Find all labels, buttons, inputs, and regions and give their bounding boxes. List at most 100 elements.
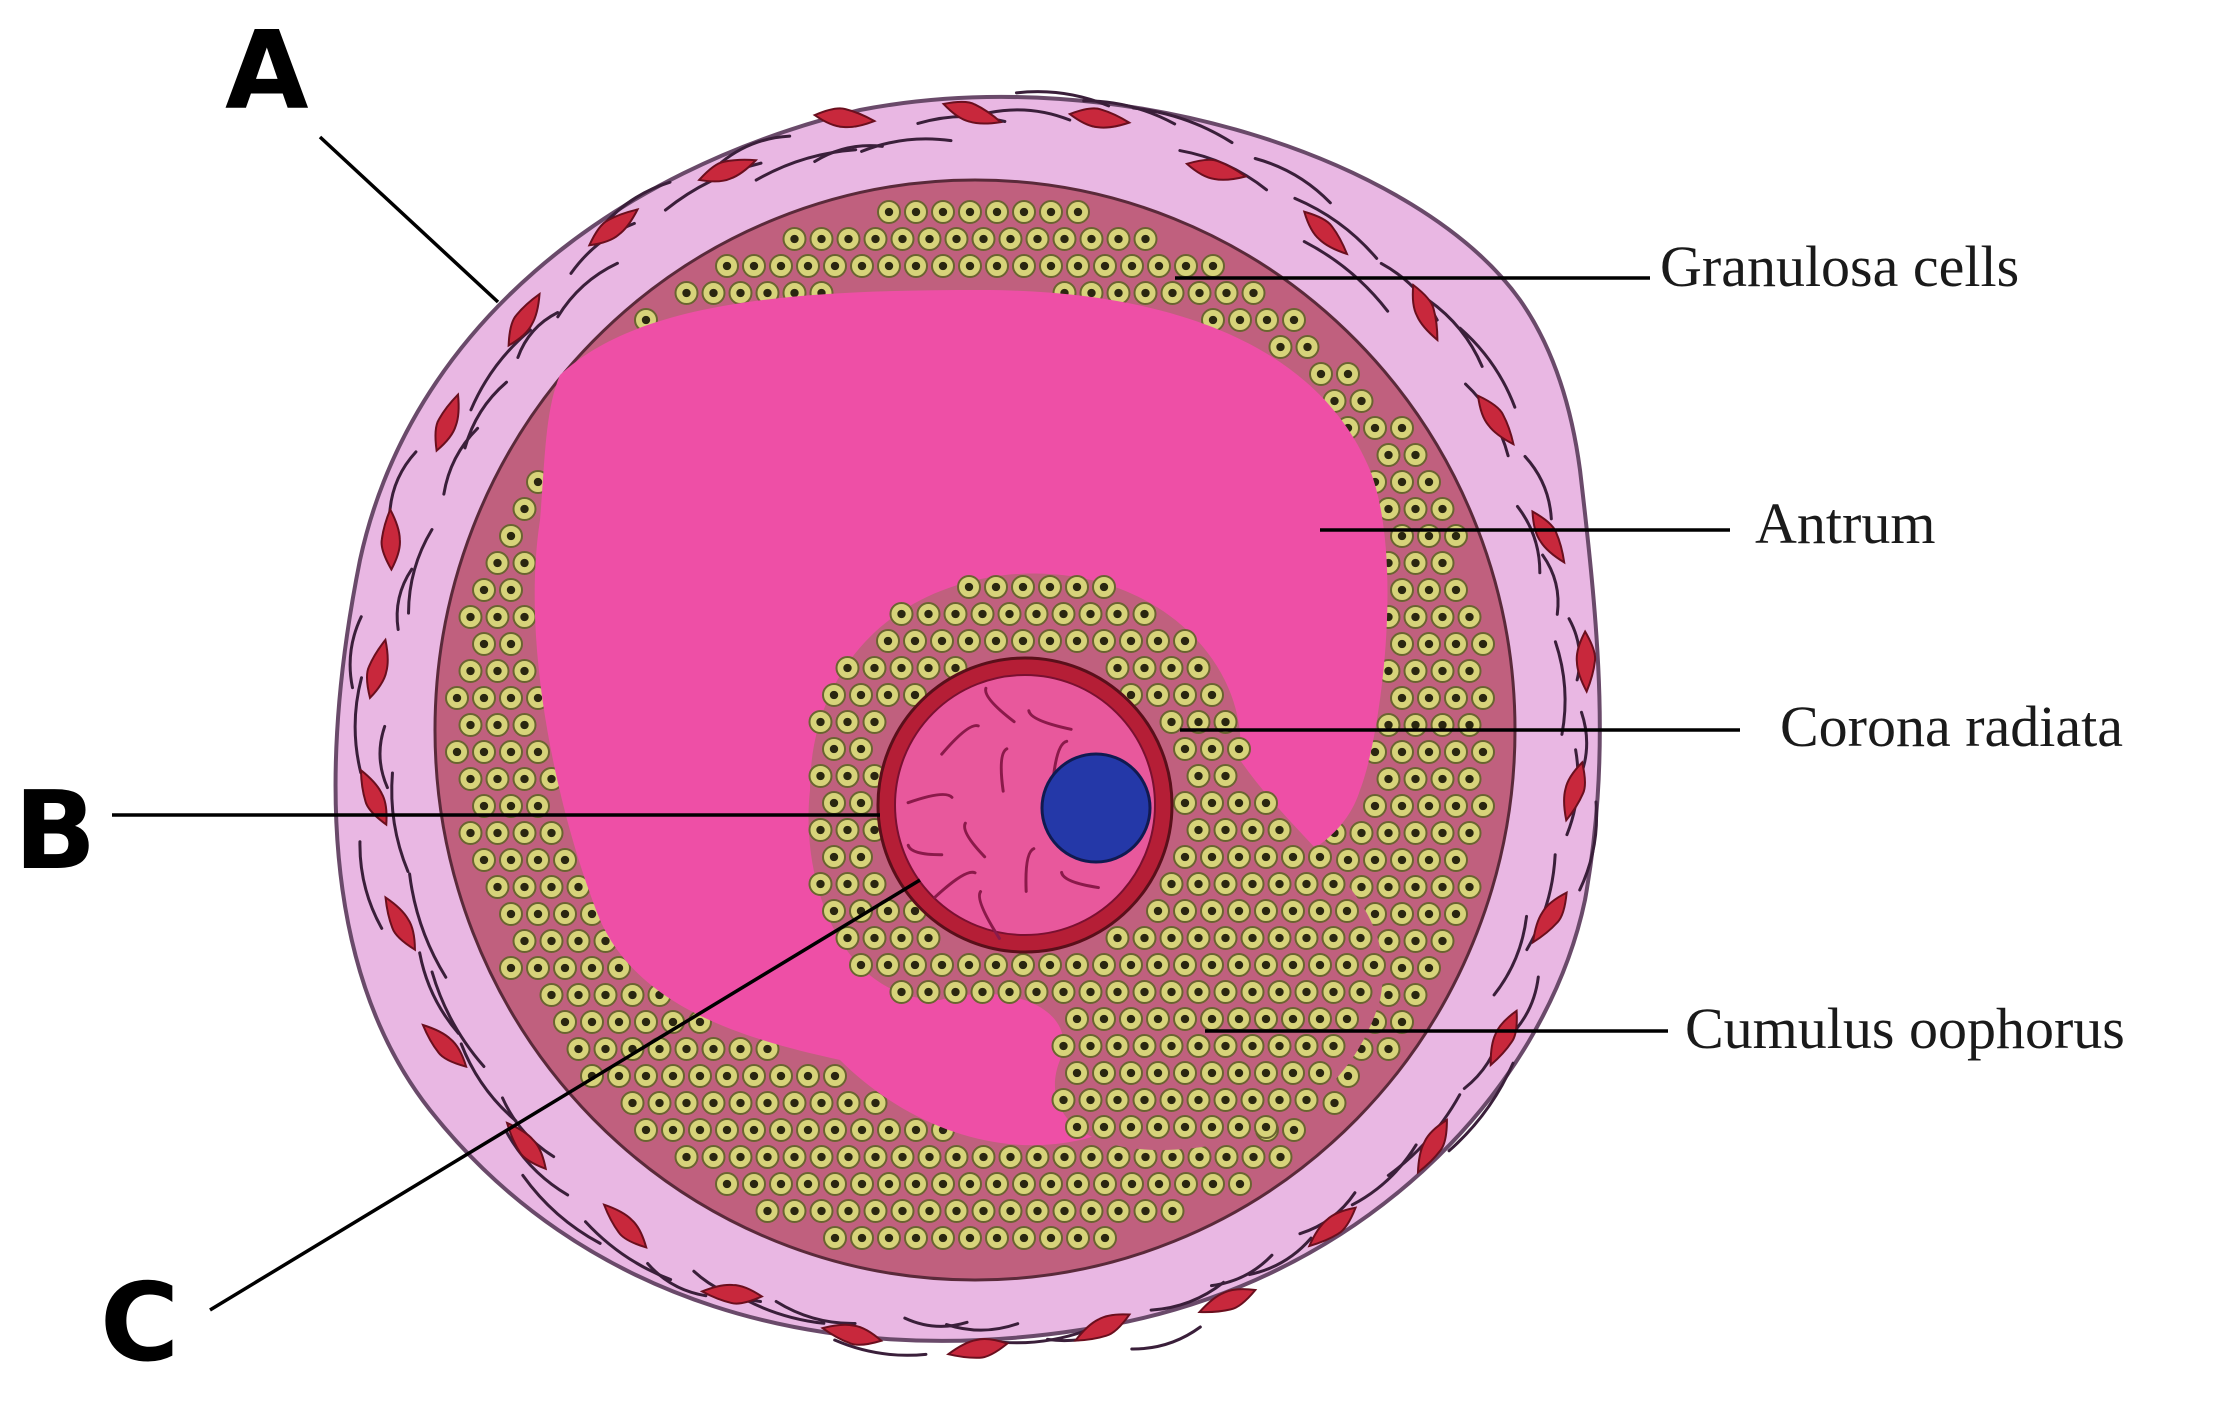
granulosa-cell — [607, 1010, 631, 1034]
granulosa-cell — [1267, 872, 1292, 896]
granulosa-cell — [1335, 953, 1359, 977]
granulosa-cell — [1078, 980, 1103, 1004]
granulosa-cell — [1160, 281, 1185, 305]
theca-fiber — [459, 1042, 518, 1123]
granulosa-cell — [1200, 737, 1224, 761]
theca-fiber — [556, 261, 619, 319]
granulosa-cell — [1227, 1007, 1251, 1031]
granulosa-cell — [728, 1145, 753, 1169]
theca-spindle-cell — [1563, 760, 1586, 823]
granulosa-cell — [553, 956, 577, 980]
granulosa-cell — [1308, 899, 1332, 923]
theca-spindle-cell — [1575, 629, 1597, 694]
granulosa-cell — [1213, 980, 1238, 1004]
granulosa-cell — [904, 254, 928, 278]
granulosa-cell — [1417, 632, 1441, 656]
granulosa-cell — [889, 656, 914, 680]
theca-fiber — [903, 1316, 969, 1328]
granulosa-cell — [1457, 605, 1482, 629]
granulosa-cell — [835, 764, 860, 788]
granulosa-cell — [1390, 1010, 1414, 1034]
granulosa-cell — [889, 926, 914, 950]
granulosa-cell — [862, 926, 887, 950]
granulosa-cell — [809, 1091, 834, 1115]
granulosa-cell — [997, 602, 1022, 626]
theca-fiber — [987, 108, 1072, 122]
granulosa-cell — [1078, 1034, 1103, 1058]
granulosa-cell — [904, 200, 928, 224]
granulosa-cell — [835, 710, 860, 734]
theca-fiber — [1302, 240, 1390, 313]
granulosa-cell — [485, 767, 510, 791]
granulosa-cell — [836, 227, 861, 251]
theca-fiber — [1132, 106, 1234, 145]
granulosa-cell — [957, 629, 981, 653]
granulosa-cell — [1430, 713, 1455, 737]
chromatin-strand — [933, 870, 977, 899]
granulosa-cell — [1186, 872, 1211, 896]
granulosa-cell — [1119, 629, 1143, 653]
granulosa-cell — [1065, 1115, 1089, 1139]
theca-spindle-cell — [1411, 283, 1439, 343]
granulosa-cell — [1457, 713, 1482, 737]
granulosa-cell — [1039, 254, 1063, 278]
granulosa-cell — [1201, 254, 1225, 278]
granulosa-cell — [1363, 794, 1387, 818]
granulosa-cell — [1376, 443, 1401, 467]
granulosa-cell — [904, 1118, 928, 1142]
label-cumulus-oophorus: Cumulus oophorus — [1685, 996, 2125, 1061]
granulosa-cell — [1321, 926, 1346, 950]
granulosa-cell — [1039, 1172, 1063, 1196]
granulosa-cell — [472, 794, 496, 818]
granulosa-cell — [1159, 872, 1184, 896]
granulosa-cell — [1267, 1034, 1292, 1058]
granulosa-cell — [1038, 953, 1062, 977]
granulosa-cell — [1173, 1115, 1197, 1139]
granulosa-cell — [1024, 980, 1049, 1004]
theca-fiber — [442, 426, 480, 496]
chromatin-strand — [1027, 709, 1073, 731]
theca-fiber — [1209, 1253, 1274, 1288]
granulosa-cell — [903, 629, 927, 653]
granulosa-cell — [970, 980, 995, 1004]
granulosa-cell — [1321, 872, 1346, 896]
granulosa-cell — [1146, 953, 1170, 977]
granulosa-cell — [499, 848, 523, 872]
theca-spindle-cell — [946, 1338, 1010, 1359]
granulosa-cell — [822, 845, 846, 869]
granulosa-cell — [499, 794, 523, 818]
granulosa-cell — [1105, 602, 1130, 626]
granulosa-cell — [755, 1199, 780, 1223]
granulosa-cell — [1174, 1172, 1198, 1196]
granulosa-cell — [1444, 686, 1468, 710]
granulosa-cell — [1376, 767, 1401, 791]
granulosa-cell — [701, 1037, 726, 1061]
granulosa-cell — [1376, 929, 1401, 953]
granulosa-cell — [1376, 821, 1401, 845]
granulosa-cell — [997, 980, 1022, 1004]
granulosa-cell — [862, 872, 887, 896]
theca-fiber — [860, 137, 953, 153]
granulosa-cell — [1174, 254, 1198, 278]
granulosa-cell — [1065, 953, 1089, 977]
granulosa-cell — [1268, 335, 1293, 359]
granulosa-cell — [1241, 1145, 1266, 1169]
granulosa-cell — [512, 767, 537, 791]
granulosa-cell — [1267, 926, 1292, 950]
granulosa-cell — [985, 1172, 1009, 1196]
granulosa-cell — [701, 281, 726, 305]
granulosa-cell — [957, 575, 981, 599]
granulosa-cell — [809, 227, 834, 251]
theca-spindle-cell — [507, 292, 541, 348]
granulosa-cell — [674, 281, 699, 305]
granulosa-cell — [566, 1037, 591, 1061]
granulosa-cell — [1213, 710, 1238, 734]
theca-spindle-cell — [359, 768, 388, 827]
granulosa-cell — [742, 1172, 766, 1196]
theca-spindle-cell — [587, 208, 640, 247]
granulosa-cell — [1120, 254, 1144, 278]
granulosa-cell — [1457, 659, 1482, 683]
granulosa-cell — [958, 254, 982, 278]
granulosa-cell — [472, 632, 496, 656]
theca-fiber — [646, 1261, 708, 1298]
